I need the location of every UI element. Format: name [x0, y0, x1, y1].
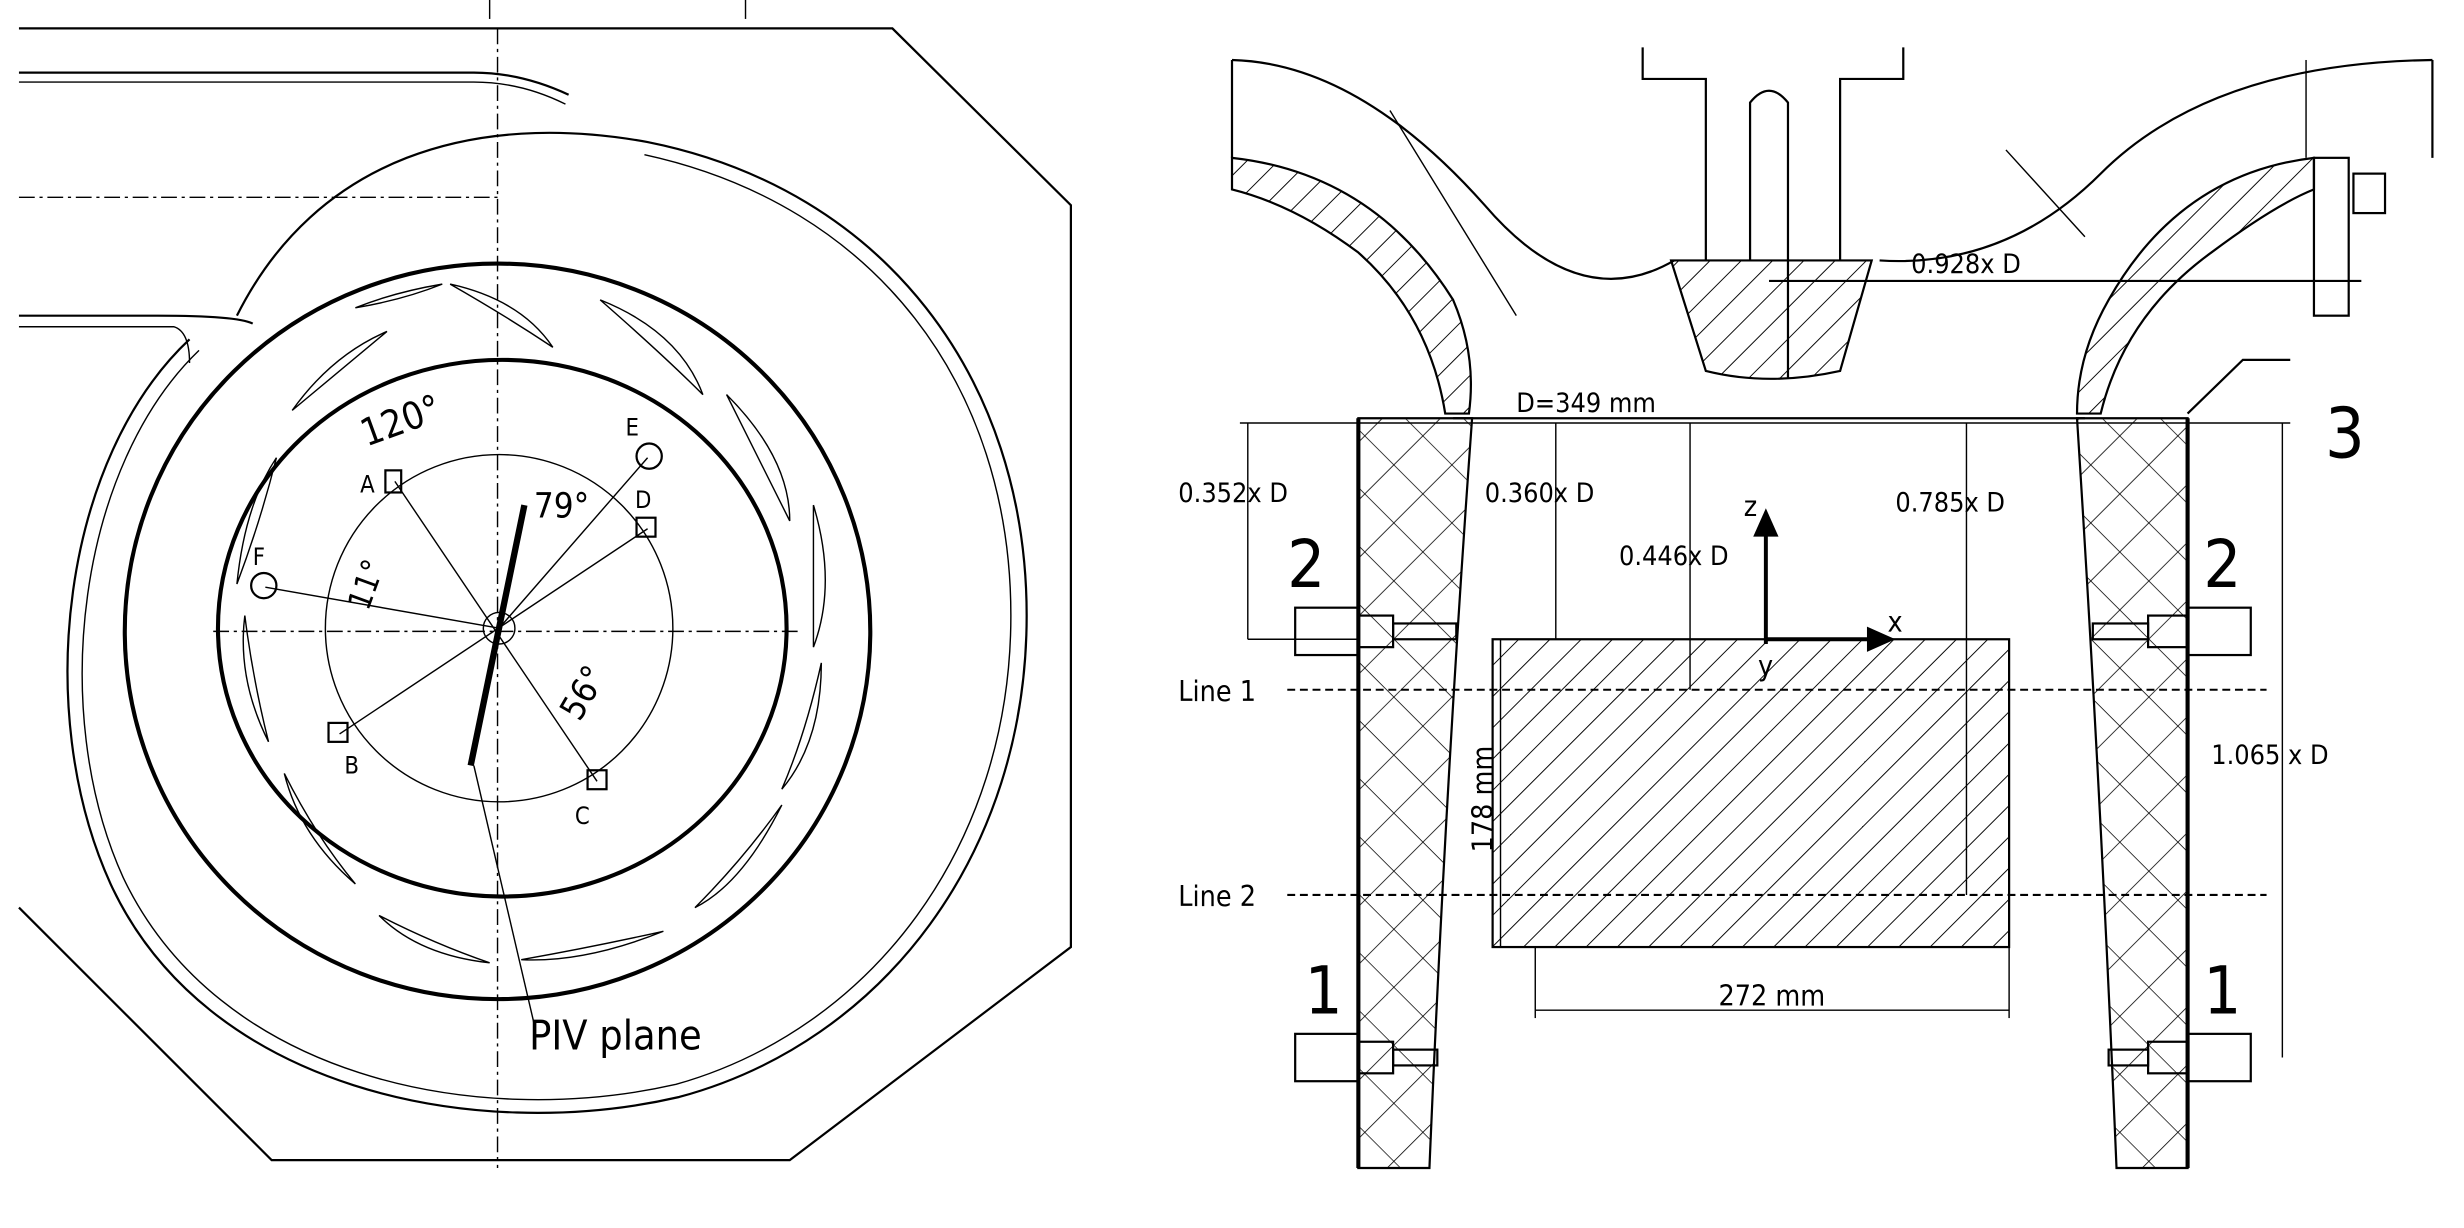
- probe-label-b: B: [344, 751, 359, 779]
- fan-side-section: D=349 mm 0.928x D 1 1 2 2 3 Line 1 Line …: [1178, 47, 2434, 1170]
- angle-79: 79°: [534, 487, 589, 527]
- probe-label-a: A: [360, 470, 375, 498]
- dim-0360-label: 0.360x D: [1485, 478, 1595, 509]
- housing-outline: [18, 27, 1072, 1162]
- dim-0928-label: 0.928x D: [1911, 249, 2021, 280]
- line-2-label: Line 2: [1178, 880, 1256, 913]
- marker-3: 3: [2325, 395, 2365, 475]
- axis-z-label: z: [1744, 490, 1757, 523]
- impeller-blades: [236, 283, 826, 964]
- right-shroud: [2075, 156, 2316, 415]
- probe-d: [635, 516, 657, 538]
- line-1-label: Line 1: [1178, 675, 1256, 708]
- probe-label-e: E: [625, 414, 638, 442]
- width-272-label: 272 mm: [1718, 979, 1825, 1012]
- angle-11: 11°: [342, 555, 393, 615]
- axis-x-label: x: [1887, 605, 1902, 638]
- probe-label-f: F: [253, 543, 265, 571]
- marker-1-left: 1: [1305, 951, 1343, 1029]
- piv-plane-line: [467, 504, 528, 767]
- probe-f: [250, 571, 278, 600]
- probe-c: [586, 769, 608, 791]
- marker-2-left: 2: [1287, 525, 1325, 603]
- volute-spiral: [66, 131, 1028, 1114]
- angle-120: 120°: [355, 386, 447, 455]
- height-178-label: 178 mm: [1467, 746, 1500, 853]
- piv-measurement-area: [1491, 638, 2011, 949]
- dim-d-label: D=349 mm: [1516, 388, 1656, 419]
- probe-b: [327, 721, 349, 743]
- dim-0785-label: 0.785x D: [1895, 487, 2005, 518]
- marker-1-right: 1: [2203, 951, 2241, 1029]
- impeller-inner-circle: [215, 357, 789, 899]
- probe-label-c: C: [575, 802, 590, 830]
- probe-a: [384, 469, 403, 494]
- dim-0446-label: 0.446x D: [1619, 541, 1729, 572]
- left-shroud: [1230, 156, 1472, 415]
- probe-lines: [265, 457, 649, 782]
- hub: [1669, 259, 1874, 380]
- right-wall: [2075, 417, 2189, 1170]
- fan-top-view: A B C D E F 120° 79° 11° 56° PIV plane: [18, 0, 1072, 1169]
- inlet-duct: [18, 71, 570, 96]
- angle-56: 56°: [553, 659, 615, 727]
- axis-y-label: y: [1758, 650, 1773, 683]
- piv-plane-label: PIV plane: [529, 1012, 702, 1060]
- side-probes: [1294, 606, 2252, 1083]
- probe-label-d: D: [635, 486, 651, 514]
- probe-e: [635, 442, 663, 470]
- marker-2-right: 2: [2203, 525, 2241, 603]
- dim-1065-label: 1.065 x D: [2211, 740, 2328, 771]
- dim-0352-label: 0.352x D: [1178, 478, 1288, 509]
- left-wall: [1357, 417, 1474, 1170]
